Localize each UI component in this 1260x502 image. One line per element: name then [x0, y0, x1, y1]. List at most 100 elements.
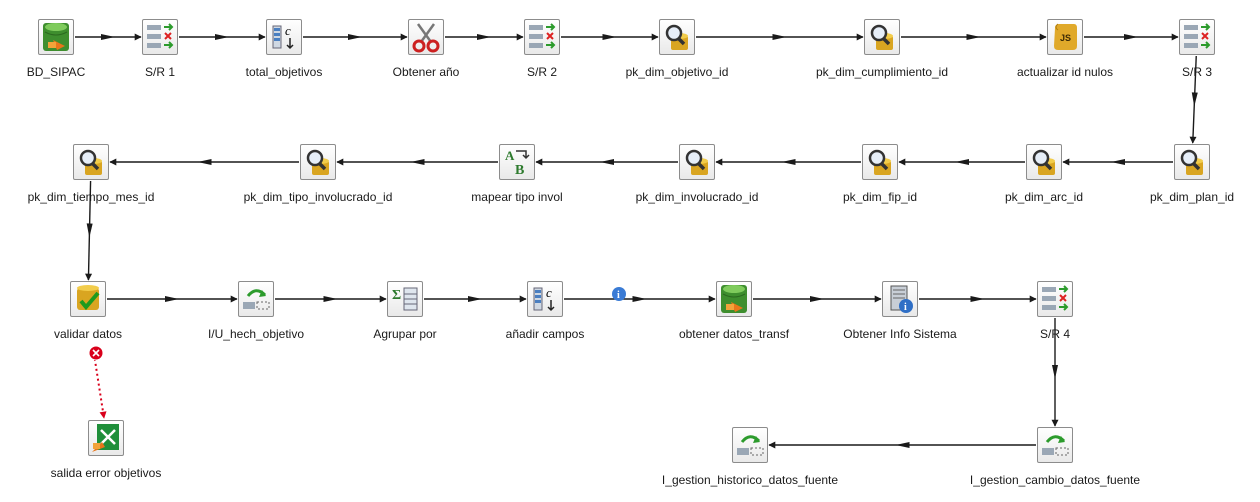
database-lookup-icon: [685, 149, 708, 175]
step-obtener-datos-transf[interactable]: [716, 281, 752, 317]
step-pk-dim-cumplimiento-id[interactable]: [864, 19, 900, 55]
step-label-pk-dim-fip-id: pk_dim_fip_id: [842, 190, 918, 204]
hop-direction-arrow: [1052, 365, 1058, 379]
step-label-mapear-tipo-invol: mapear tipo invol: [471, 190, 563, 204]
step-label-pk-dim-tipo-involucrado-id: pk_dim_tipo_involucrado_id: [243, 190, 393, 204]
hop-direction-arrow: [323, 296, 338, 302]
value-mapper-icon: A B: [505, 148, 530, 178]
step-total-objetivos[interactable]: c: [266, 19, 302, 55]
table-input-icon: [43, 23, 69, 51]
step-label-pk-dim-cumplimiento-id: pk_dim_cumplimiento_id: [815, 65, 949, 79]
step-obtener-anio[interactable]: [408, 19, 444, 55]
calculator-icon: c: [533, 285, 555, 312]
excel-output-icon: [92, 424, 119, 452]
step-anadir-campos[interactable]: c: [527, 281, 563, 317]
hop-direction-arrow: [1191, 92, 1198, 107]
database-lookup-icon: [868, 149, 891, 175]
step-label-sr4: S/R 4: [1039, 327, 1071, 341]
insert-update-icon: [737, 435, 764, 456]
step-pk-dim-objetivo-id[interactable]: [659, 19, 695, 55]
step-label-salida-error-objetivos: salida error objetivos: [50, 466, 162, 480]
hop-direction-arrow: [632, 296, 647, 302]
hop-direction-arrow: [477, 34, 491, 40]
hop-direction-arrow: [810, 296, 824, 302]
database-lookup-icon: [306, 149, 329, 175]
hop-lines: i: [75, 33, 1198, 449]
step-label-i-gestion-cambio-datos-fuente: I_gestion_cambio_datos_fuente: [969, 473, 1141, 487]
hop-direction-arrow: [165, 296, 179, 302]
database-lookup-icon: [79, 149, 102, 175]
hop-direction-arrow: [468, 296, 482, 302]
svg-text:B: B: [515, 163, 524, 178]
step-label-validar-datos: validar datos: [53, 327, 123, 341]
database-lookup-icon: [870, 24, 893, 50]
step-iu-hech-objetivo[interactable]: [238, 281, 274, 317]
select-values-icon: [1042, 285, 1069, 311]
step-label-sr1: S/R 1: [144, 65, 176, 79]
hop-direction-arrow: [215, 34, 229, 40]
step-label-sr3: S/R 3: [1181, 65, 1213, 79]
step-i-gestion-historico-datos-fuente[interactable]: [732, 427, 768, 463]
step-label-pk-dim-objetivo-id: pk_dim_objetivo_id: [625, 65, 729, 79]
step-label-actualizar-id-nulos: actualizar id nulos: [1016, 65, 1114, 79]
step-actualizar-id-nulos[interactable]: JS: [1047, 19, 1083, 55]
step-pk-dim-plan-id[interactable]: [1174, 144, 1210, 180]
hop-direction-arrow: [772, 34, 787, 40]
hop-direction-arrow: [781, 159, 796, 165]
hop-direction-arrow: [602, 34, 617, 40]
svg-text:c: c: [285, 23, 291, 38]
select-values-icon: [1184, 23, 1211, 49]
group-by-icon: Σ: [392, 287, 418, 311]
step-label-i-gestion-historico-datos-fuente: I_gestion_historico_datos_fuente: [661, 473, 839, 487]
scissors-icon: [412, 23, 440, 53]
hop-direction-arrow: [970, 296, 985, 302]
insert-update-icon: [243, 289, 270, 310]
step-pk-dim-involucrado-id[interactable]: [679, 144, 715, 180]
step-pk-dim-tipo-involucrado-id[interactable]: [300, 144, 336, 180]
step-label-total-objetivos: total_objetivos: [245, 65, 323, 79]
step-pk-dim-fip-id[interactable]: [862, 144, 898, 180]
step-sr2[interactable]: [524, 19, 560, 55]
database-lookup-icon: [1180, 149, 1203, 175]
step-label-pk-dim-tiempo-mes-id: pk_dim_tiempo_mes_id: [27, 190, 155, 204]
select-values-icon: [147, 23, 174, 49]
step-label-iu-hech-objetivo: I/U_hech_objetivo: [207, 327, 305, 341]
error-handling-icon: [88, 345, 104, 361]
hop-direction-arrow: [410, 159, 425, 165]
step-i-gestion-cambio-datos-fuente[interactable]: [1037, 427, 1073, 463]
step-sr3[interactable]: [1179, 19, 1215, 55]
step-label-obtener-anio: Obtener año: [392, 65, 460, 79]
database-lookup-icon: [665, 24, 688, 50]
step-agrupar-por[interactable]: Σ: [387, 281, 423, 317]
svg-text:i: i: [617, 290, 620, 301]
step-mapear-tipo-invol[interactable]: A B: [499, 144, 535, 180]
hop-direction-arrow: [1111, 159, 1125, 165]
hop-direction-arrow: [348, 34, 362, 40]
database-lookup-icon: [1032, 149, 1055, 175]
error-hop-validar-datos-to-salida-error-objetivos[interactable]: [93, 353, 107, 419]
step-label-agrupar-por: Agrupar por: [373, 327, 437, 341]
step-sr4[interactable]: [1037, 281, 1073, 317]
step-label-obtener-info-sistema: Obtener Info Sistema: [843, 327, 957, 341]
info-icon: i: [612, 287, 626, 301]
step-bd-sipac[interactable]: [38, 19, 74, 55]
select-values-icon: [529, 23, 556, 49]
hop-direction-arrow: [955, 159, 969, 165]
step-sr1[interactable]: [142, 19, 178, 55]
step-salida-error-objetivos[interactable]: [88, 420, 124, 456]
step-pk-dim-tiempo-mes-id[interactable]: [73, 144, 109, 180]
hop-direction-arrow: [895, 442, 910, 448]
svg-text:JS: JS: [1060, 33, 1071, 43]
step-label-pk-dim-arc-id: pk_dim_arc_id: [1004, 190, 1084, 204]
step-obtener-info-sistema[interactable]: i: [882, 281, 918, 317]
svg-text:c: c: [546, 285, 552, 300]
data-validator-icon: [77, 285, 100, 311]
svg-text:Σ: Σ: [392, 288, 401, 303]
system-info-icon: i: [890, 285, 913, 313]
hop-direction-arrow: [101, 34, 115, 40]
step-label-pk-dim-involucrado-id: pk_dim_involucrado_id: [635, 190, 759, 204]
step-pk-dim-arc-id[interactable]: [1026, 144, 1062, 180]
svg-text:A: A: [505, 148, 515, 163]
step-validar-datos[interactable]: [70, 281, 106, 317]
